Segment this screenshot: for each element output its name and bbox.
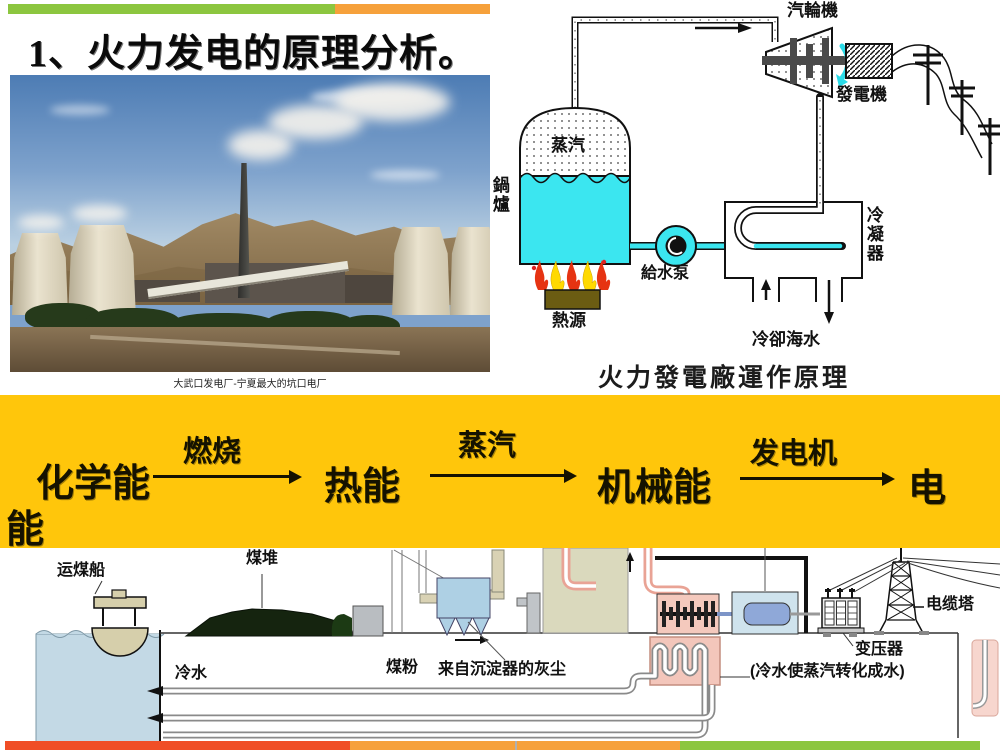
cooling-tower <box>392 227 450 315</box>
power-lines <box>891 44 1000 175</box>
photo-caption: 大武口发电厂-宁夏最大的坑口电厂 <box>173 379 327 390</box>
energy-node-chemical: 化学能 <box>36 463 151 505</box>
page-title: 1、火力发电的原理分析。 <box>28 33 478 75</box>
label-cable-tower: 电缆塔 <box>926 596 975 613</box>
energy-node-mechanical: 机械能 <box>597 467 712 509</box>
condenser-bottom <box>147 636 750 739</box>
transformer <box>817 588 865 647</box>
photo-cloud <box>370 170 440 180</box>
photo-cloud <box>50 105 110 115</box>
return-pipe-structure <box>971 639 999 717</box>
turbine-hall <box>656 593 748 635</box>
plant-operation-diagram <box>519 16 1000 324</box>
label-generator: 發電機 <box>836 85 887 104</box>
label-precipitator-dust: 来自沉淀器的灰尘 <box>438 661 567 678</box>
wires <box>829 557 1000 593</box>
plant-diagram-title: 火力發電廠運作原理 <box>598 364 851 392</box>
boiler <box>519 106 631 265</box>
label-steam: 蒸汽 <box>551 136 585 155</box>
label-condenser-note: (冷水使蒸汽转化成水) <box>750 663 905 680</box>
energy-node-heat: 热能 <box>324 466 401 508</box>
cooling-tower <box>12 233 68 315</box>
power-plant-photo <box>10 75 490 372</box>
generator-hall <box>731 591 820 635</box>
arrow-label-combustion: 燃烧 <box>183 436 242 468</box>
smokestack <box>238 163 250 298</box>
flow-arrow <box>740 471 895 486</box>
photo-foreground <box>10 327 490 372</box>
smoke-plume <box>335 83 450 121</box>
feed-pump <box>630 225 727 267</box>
arrow-label-generator: 发电机 <box>750 438 838 470</box>
label-cooling-seawater: 冷卻海水 <box>752 330 820 349</box>
smoke-plume <box>228 130 293 160</box>
mill-and-precipitator <box>331 549 541 661</box>
label-boiler: 鍋爐 <box>489 176 509 214</box>
flow-arrow <box>430 468 577 483</box>
label-condenser: 冷凝器 <box>863 206 883 263</box>
label-steam-turbine: 汽輪機 <box>787 1 838 20</box>
cooling-tower <box>450 227 490 315</box>
label-feed-pump: 給水泵 <box>641 265 690 282</box>
label-cold-water: 冷水 <box>175 665 208 682</box>
coal-plant-diagram <box>35 548 1000 742</box>
top-bar-green <box>8 4 335 14</box>
coal-ship <box>91 580 149 657</box>
tower-steam <box>72 205 127 222</box>
top-bar-orange <box>335 4 490 14</box>
label-transformer: 变压器 <box>855 641 904 658</box>
label-coal-powder: 煤粉 <box>386 659 419 676</box>
bottom-bar-divider <box>515 741 517 750</box>
coal-pile <box>184 574 354 637</box>
tower-steam <box>18 215 64 230</box>
boiler-house <box>542 548 691 634</box>
hall-frame <box>655 556 808 633</box>
label-coal-pile: 煤堆 <box>246 550 279 567</box>
bottom-bar-green <box>680 741 980 750</box>
energy-flow-banner: 化学能 燃烧 热能 蒸汽 机械能 发电机 电 能 <box>0 395 1000 551</box>
energy-node-electric-1: 电 <box>908 468 947 510</box>
heat-source <box>531 259 611 310</box>
sea <box>35 630 165 742</box>
energy-node-electric-2: 能 <box>6 509 45 551</box>
label-coal-ship: 运煤船 <box>57 562 106 579</box>
condenser <box>724 93 863 324</box>
arrow-label-steam: 蒸汽 <box>458 430 517 462</box>
generator-box <box>845 43 893 79</box>
cable-tower <box>874 548 929 635</box>
flow-arrow <box>153 469 302 484</box>
platform <box>160 632 959 738</box>
steam-pipe <box>571 16 779 108</box>
turbine <box>762 26 851 99</box>
label-heat-source: 熱源 <box>552 311 586 330</box>
bottom-bar-red <box>5 741 350 750</box>
